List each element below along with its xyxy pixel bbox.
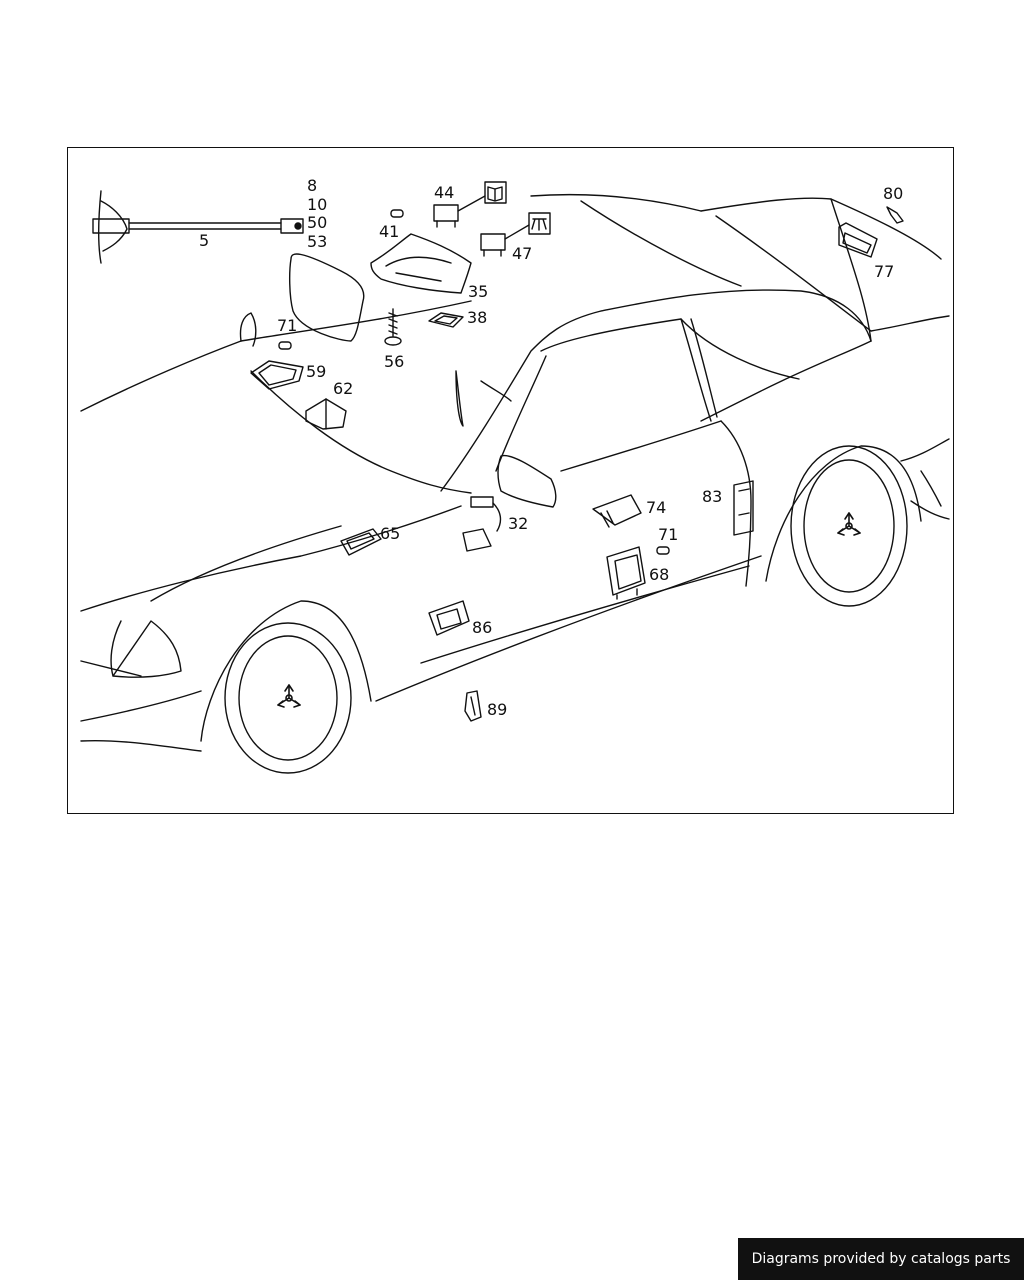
part-bulb-71-front xyxy=(278,341,292,350)
part-switch-83 xyxy=(733,480,754,536)
callout-80: 80 xyxy=(883,184,903,203)
callout-71-door: 71 xyxy=(658,525,678,544)
part-cover-38 xyxy=(428,312,464,328)
callout-56: 56 xyxy=(384,352,404,371)
callout-89: 89 xyxy=(487,700,507,719)
callout-5: 5 xyxy=(199,231,209,250)
part-screw-56 xyxy=(384,308,402,346)
part-bulb-71-door xyxy=(656,546,670,555)
callout-35: 35 xyxy=(468,282,488,301)
part-housing-62 xyxy=(305,398,347,430)
callout-65: 65 xyxy=(380,524,400,543)
credit-text: Diagrams provided by catalogs parts xyxy=(751,1251,1011,1267)
part-lamp-65 xyxy=(340,528,382,556)
parts-diagram-frame: 8 10 50 53 5 44 41 47 35 38 56 71 59 62 … xyxy=(67,147,954,814)
part-bracket-74 xyxy=(592,494,642,528)
car-body-outline xyxy=(80,194,950,774)
callout-44: 44 xyxy=(434,183,454,202)
credit-banner: Diagrams provided by catalogs parts xyxy=(738,1238,1024,1280)
part-lamp-cable-32 xyxy=(462,496,502,552)
callout-53: 53 xyxy=(307,232,327,251)
part-overhead-console-35 xyxy=(370,233,472,294)
callout-10: 10 xyxy=(307,195,327,214)
parts-diagram: 8 10 50 53 5 44 41 47 35 38 56 71 59 62 … xyxy=(80,176,950,774)
callout-47: 47 xyxy=(512,244,532,263)
part-switch-47 xyxy=(480,212,551,257)
callout-83: 83 xyxy=(702,487,722,506)
callout-62: 62 xyxy=(333,379,353,398)
part-switch-44 xyxy=(433,181,507,228)
callout-71: 71 xyxy=(277,316,297,335)
mercedes-star-icon xyxy=(277,684,301,708)
callout-77: 77 xyxy=(874,262,894,281)
part-lamp-77 xyxy=(838,222,878,258)
part-door-lamp-68 xyxy=(606,546,646,600)
part-cable-lamp-5 xyxy=(92,190,304,264)
callout-50: 50 xyxy=(307,213,327,232)
callout-68: 68 xyxy=(649,565,669,584)
callout-74: 74 xyxy=(646,498,666,517)
part-lamp-86 xyxy=(428,600,470,636)
callout-86: 86 xyxy=(472,618,492,637)
callout-41: 41 xyxy=(379,222,399,241)
mercedes-star-icon xyxy=(837,512,861,536)
callout-59: 59 xyxy=(306,362,326,381)
callout-38: 38 xyxy=(467,308,487,327)
part-bulb-80 xyxy=(886,206,904,224)
part-lamp-59 xyxy=(250,360,304,390)
callout-labels: 8 10 50 53 5 44 41 47 35 38 56 71 59 62 … xyxy=(199,176,903,719)
callout-8: 8 xyxy=(307,176,317,195)
part-clip-89 xyxy=(464,690,482,722)
callout-32: 32 xyxy=(508,514,528,533)
part-bulb-41 xyxy=(390,209,404,218)
